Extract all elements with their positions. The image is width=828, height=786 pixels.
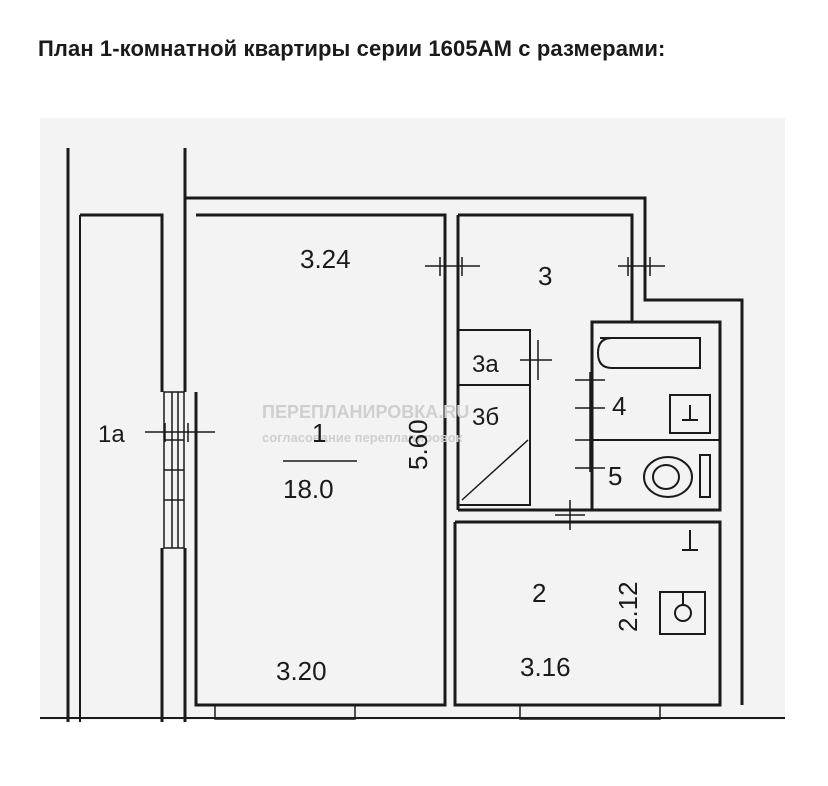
dim-living-width-bottom: 3.20: [276, 656, 327, 686]
top-wall: [185, 196, 744, 705]
label-living-area: 18.0: [283, 474, 334, 504]
fixtures: [596, 337, 711, 635]
hall-wall: [458, 213, 634, 322]
label-bathroom: 4: [612, 391, 626, 421]
sink-bathroom-icon: [669, 394, 711, 434]
label-storage-a: 3а: [472, 351, 499, 378]
dimension-ticks: [145, 257, 665, 530]
dim-living-width-top: 3.24: [300, 244, 351, 274]
dim-kitchen-width: 3.16: [520, 652, 571, 682]
dim-living-length: 5.60: [403, 419, 433, 470]
bathtub-icon: [596, 337, 701, 369]
label-hall: 3: [538, 261, 552, 291]
balcony-top-wall: [80, 213, 164, 392]
label-balcony: 1а: [98, 421, 125, 448]
page-title: План 1-комнатной квартиры серии 1605АМ с…: [38, 36, 666, 61]
toilet-bowl-icon: [643, 456, 693, 498]
label-kitchen: 2: [532, 578, 546, 608]
walls: [40, 148, 785, 722]
window-living: [214, 704, 356, 720]
toilet-tank-icon: [699, 454, 711, 498]
label-storage-b: 3б: [472, 404, 499, 431]
label-toilet: 5: [608, 461, 622, 491]
watermark-line1: ПЕРЕПЛАНИРОВКА.RU: [262, 402, 469, 422]
balcony-door: [163, 391, 185, 549]
dim-kitchen-depth: 2.12: [613, 581, 643, 632]
window-kitchen: [519, 704, 661, 720]
storage-diagonal: [461, 439, 529, 501]
kitchen-wall: [453, 520, 722, 707]
watermark-line2: согласование перепланировок: [262, 430, 463, 445]
label-living-number: 1: [312, 418, 326, 448]
storage-block: [457, 329, 531, 506]
toilet-seat-icon: [652, 464, 680, 490]
